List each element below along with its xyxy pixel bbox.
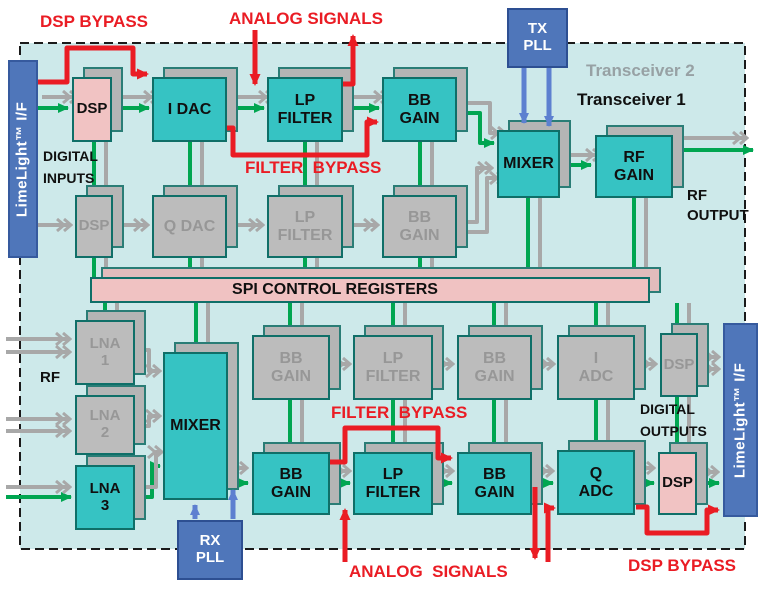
label-dsp-bypass-top: DSP BYPASS (40, 12, 149, 31)
label-transceiver-1: Transceiver 1 (577, 90, 686, 109)
block-dsp-rx-q: DSP (658, 452, 697, 515)
block-dsp-tx-q: DSP (75, 195, 113, 258)
block-left-limelight: LimeLight™ I/F (8, 60, 38, 258)
block-bb-gain-rx-i1: BB GAIN (252, 335, 330, 400)
label-analog-signals-bottom: ANALOG SIGNALS (349, 562, 508, 581)
edge-bbg-to-mixer (458, 111, 495, 148)
block-bb-gain-tx-q: BB GAIN (382, 195, 457, 258)
block-spi: SPI CONTROL REGISTERS (90, 277, 650, 303)
block-bb-gain-rx-i2: BB GAIN (457, 335, 532, 400)
edge-dsp-bypass-top-path (38, 45, 149, 85)
block-right-limelight: LimeLight™ I/F (723, 323, 758, 517)
edge-filter-bypass-bottom-path (330, 425, 453, 465)
block-lp-filter-rx-q: LP FILTER (353, 452, 433, 515)
label-analog-signals-top: ANALOG SIGNALS (229, 9, 383, 28)
block-dsp-tx: DSP (72, 77, 112, 142)
edge-dsp-bypass-bottom-path (636, 504, 720, 536)
block-tx-pll: TX PLL (507, 8, 568, 68)
block-rf-gain: RF GAIN (595, 135, 673, 198)
block-lna3: LNA 3 (75, 465, 135, 530)
label-filter-bypass-bottom: FILTER BYPASS (331, 403, 468, 422)
edge-h20 (146, 452, 161, 489)
block-mixer-rx: MIXER (163, 352, 228, 500)
block-lp-filter-tx: LP FILTER (267, 77, 343, 142)
label-digital-outputs: DIGITAL OUTPUTS (640, 401, 707, 439)
block-i-adc: I ADC (557, 335, 635, 400)
edge-filter-bypass-top-path (227, 116, 379, 158)
block-q-adc: Q ADC (557, 450, 635, 515)
block-lna1: LNA 1 (75, 320, 135, 385)
block-bb-gain-rx-q2: BB GAIN (457, 452, 532, 515)
label-rf-output: RF OUTPUT (687, 187, 749, 225)
block-bb-gain-tx: BB GAIN (382, 77, 457, 142)
label-filter-bypass-top: FILTER BYPASS (245, 158, 382, 177)
label-digital-inputs: DIGITAL INPUTS (43, 148, 98, 186)
block-dsp-rx-i: DSP (660, 333, 698, 397)
edge-analog-in-qadc (544, 502, 556, 562)
block-lp-filter-rx-i: LP FILTER (353, 335, 433, 400)
block-q-dac: Q DAC (152, 195, 227, 258)
label-rf-input: RF (40, 369, 60, 386)
edge-analog-out-top (343, 34, 359, 87)
label-transceiver-2: Transceiver 2 (586, 61, 695, 80)
block-rx-pll: RX PLL (177, 520, 243, 580)
label-dsp-bypass-bottom: DSP BYPASS (628, 556, 737, 575)
edge-h12 (466, 178, 503, 234)
block-i-dac: I DAC (152, 77, 227, 142)
block-mixer-tx: MIXER (497, 130, 560, 198)
block-lna2: LNA 2 (75, 395, 135, 455)
block-lp-filter-tx-q: LP FILTER (267, 195, 343, 258)
block-bb-gain-rx-q1: BB GAIN (252, 452, 330, 515)
